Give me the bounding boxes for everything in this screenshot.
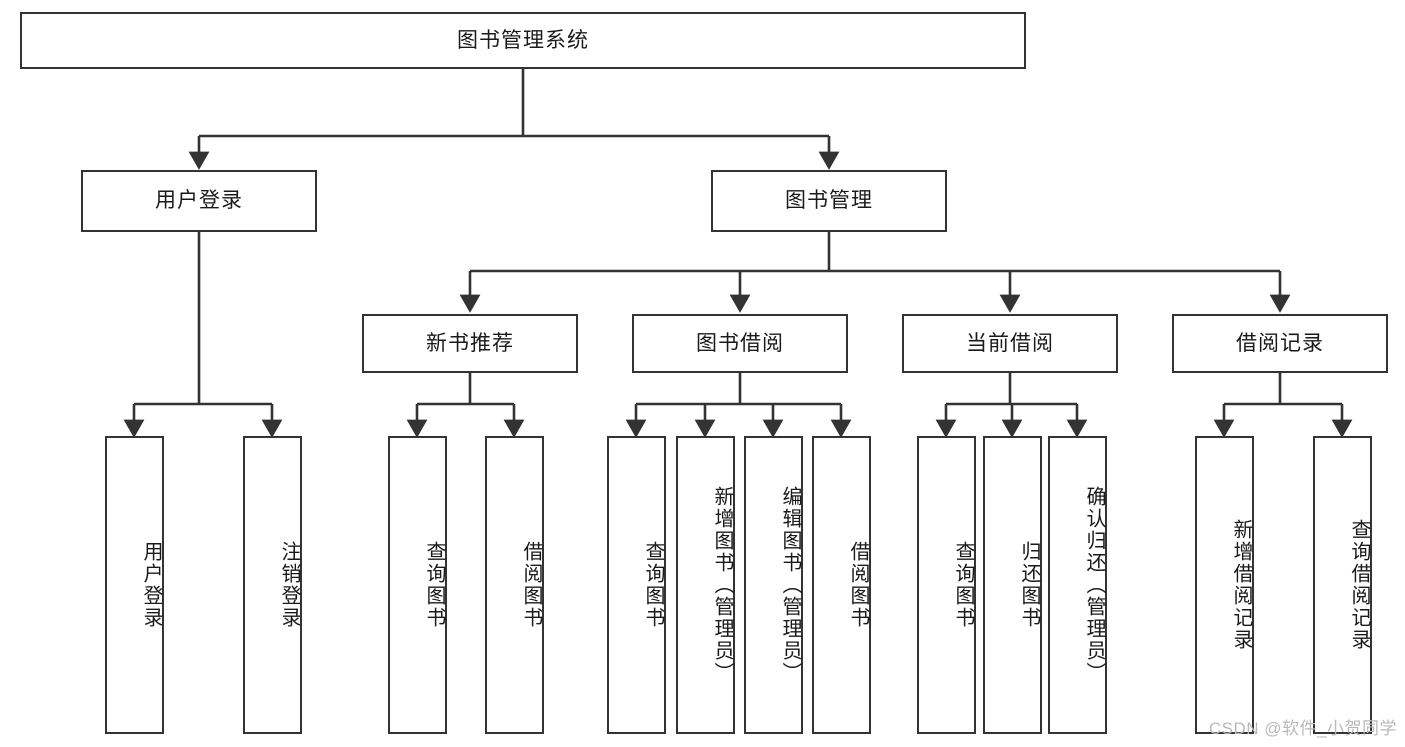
csdn-watermark: CSDN @软件_小贺同学 [1208,719,1397,738]
node-leaf-user-login[interactable]: 用户登录 [105,436,164,734]
node-leaf-confirm-return[interactable]: 确认归还（管理员） [1048,436,1107,734]
node-leaf-query-borrow-record[interactable]: 查询借阅记录 [1313,436,1372,734]
user-login-to-leaves-connectors [123,232,283,438]
new-book-recommend-to-leaves-connectors [406,373,525,438]
node-book-manage[interactable]: 图书管理 [711,170,947,232]
book-manage-to-level3-connectors [459,232,1291,313]
node-label: 当前借阅 [966,331,1054,355]
node-label: 新书推荐 [426,331,514,355]
node-label: 新增借阅记录 [1230,519,1252,651]
node-new-book-recommend[interactable]: 新书推荐 [362,314,578,373]
node-label: 确认归还（管理员） [1083,486,1105,684]
node-leaf-edit-book[interactable]: 编辑图书（管理员） [744,436,803,734]
node-label: 编辑图书（管理员） [779,486,801,684]
node-borrow-record[interactable]: 借阅记录 [1172,314,1388,373]
node-label: 查询图书 [642,541,664,629]
node-leaf-return-book[interactable]: 归还图书 [983,436,1042,734]
node-label: 图书借阅 [696,331,784,355]
borrow-record-to-leaves-connectors [1213,373,1353,438]
node-label: 查询借阅记录 [1348,519,1370,651]
node-leaf-query-book-borrow[interactable]: 查询图书 [607,436,666,734]
node-label: 归还图书 [1018,541,1040,629]
node-label: 借阅图书 [847,541,869,629]
node-leaf-borrow-book[interactable]: 借阅图书 [812,436,871,734]
node-label: 查询图书 [952,541,974,629]
node-leaf-add-borrow-record[interactable]: 新增借阅记录 [1195,436,1254,734]
node-leaf-user-logout[interactable]: 注销登录 [243,436,302,734]
node-root-system[interactable]: 图书管理系统 [20,12,1026,69]
node-leaf-query-book-recommend[interactable]: 查询图书 [388,436,447,734]
node-current-borrow[interactable]: 当前借阅 [902,314,1118,373]
node-label: 用户登录 [140,541,162,629]
node-label: 图书管理 [785,189,873,213]
node-label: 查询图书 [423,541,445,629]
book-borrow-to-leaves-connectors [625,373,852,438]
root-to-level2-connectors [188,69,840,170]
node-leaf-borrow-book-recommend[interactable]: 借阅图书 [485,436,544,734]
current-borrow-to-leaves-connectors [935,373,1088,438]
node-label: 注销登录 [278,541,300,629]
node-leaf-query-book-current[interactable]: 查询图书 [917,436,976,734]
node-label: 借阅图书 [520,541,542,629]
node-label: 借阅记录 [1236,331,1324,355]
node-book-borrow[interactable]: 图书借阅 [632,314,848,373]
node-user-login[interactable]: 用户登录 [81,170,317,232]
node-label: 新增图书（管理员） [711,486,733,684]
node-label: 用户登录 [155,189,243,213]
node-label: 图书管理系统 [457,28,589,52]
node-leaf-add-book[interactable]: 新增图书（管理员） [676,436,735,734]
